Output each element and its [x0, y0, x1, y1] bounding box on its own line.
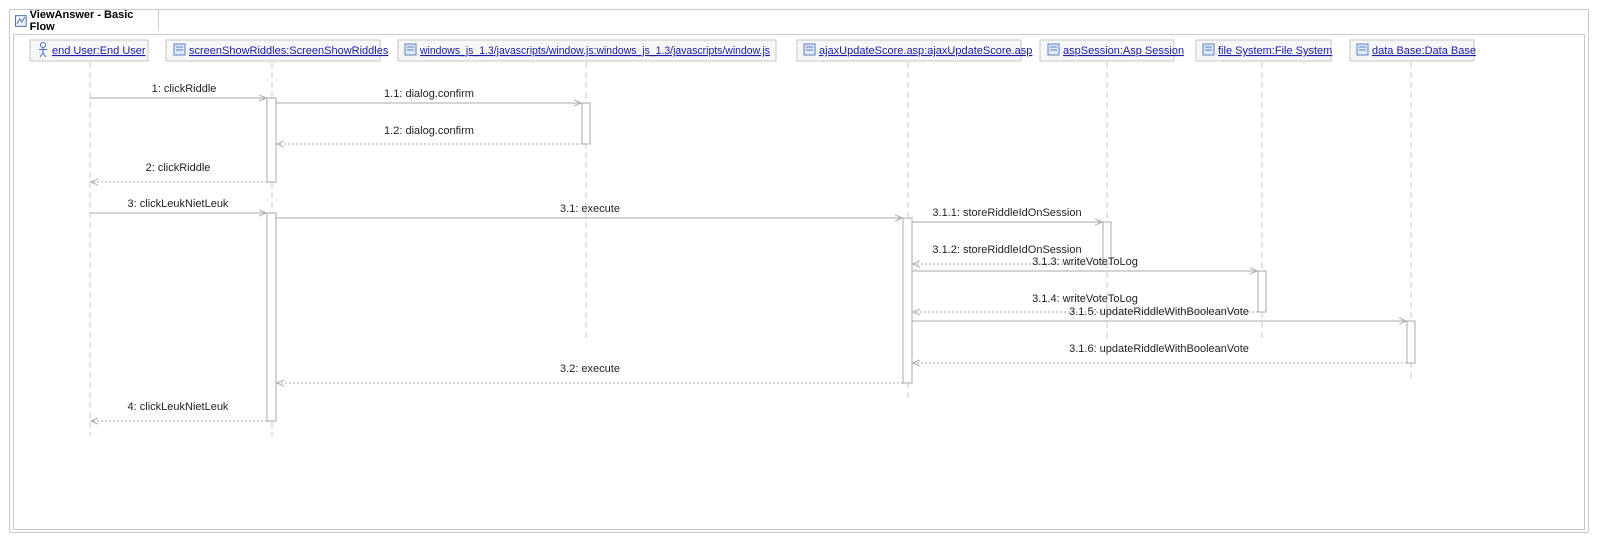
message-3-2[interactable]: 3.2: execute — [277, 363, 903, 383]
message-3-1-2[interactable]: 3.1.2: storeRiddleIdOnSession — [913, 244, 1103, 264]
activation-bar — [1257, 270, 1267, 313]
lifeline-windowjs[interactable]: windows_js_1.3/javascripts/window.js:win… — [397, 39, 777, 62]
message-label: 4: clickLeukNietLeuk — [128, 401, 229, 413]
lifeline-filesys[interactable]: file System:File System — [1195, 39, 1332, 62]
message-3-1-4[interactable]: 3.1.4: writeVoteToLog — [913, 293, 1258, 312]
message-1-2[interactable]: 1.2: dialog.confirm — [277, 125, 582, 144]
lifeline-label: screenShowRiddles:ScreenShowRiddles — [189, 45, 389, 57]
lifeline-session[interactable]: aspSession:Asp Session — [1039, 39, 1184, 62]
message-label: 1.1: dialog.confirm — [384, 88, 474, 100]
message-3[interactable]: 3: clickLeukNietLeuk — [90, 198, 266, 213]
message-label: 3.1.2: storeRiddleIdOnSession — [932, 244, 1081, 256]
message-2[interactable]: 2: clickRiddle — [91, 162, 267, 182]
message-label: 1.2: dialog.confirm — [384, 125, 474, 137]
lifeline-database[interactable]: data Base:Data Base — [1349, 39, 1476, 62]
object-icon — [1356, 43, 1369, 56]
object-icon — [1202, 43, 1215, 56]
message-3-1-3[interactable]: 3.1.3: writeVoteToLog — [912, 256, 1257, 271]
message-1[interactable]: 1: clickRiddle — [90, 83, 266, 98]
lifeline-label: end User:End User — [52, 45, 146, 57]
message-1-1[interactable]: 1.1: dialog.confirm — [276, 88, 581, 103]
message-label: 3.1.1: storeRiddleIdOnSession — [932, 207, 1081, 219]
lifeline-screen[interactable]: screenShowRiddles:ScreenShowRiddles — [165, 39, 389, 62]
message-4[interactable]: 4: clickLeukNietLeuk — [91, 401, 267, 421]
diagram-tab[interactable]: ViewAnswer - Basic Flow — [9, 8, 159, 33]
lifeline-label: aspSession:Asp Session — [1063, 45, 1184, 57]
activation-bar — [581, 102, 591, 145]
object-icon — [1047, 43, 1060, 56]
activation-bar — [1102, 221, 1112, 265]
message-label: 3.2: execute — [560, 363, 620, 375]
message-label: 3: clickLeukNietLeuk — [128, 198, 229, 210]
activation-bar — [902, 217, 913, 384]
actor-icon — [39, 42, 47, 58]
sequence-diagram-icon — [15, 14, 27, 27]
lifeline-enduser[interactable]: end User:End User — [29, 39, 149, 62]
lifeline-label: ajaxUpdateScore.asp:ajaxUpdateScore.asp — [819, 45, 1032, 57]
message-3-1-6[interactable]: 3.1.6: updateRiddleWithBooleanVote — [913, 343, 1407, 363]
message-label: 1: clickRiddle — [152, 83, 217, 95]
lifeline-ajax[interactable]: ajaxUpdateScore.asp:ajaxUpdateScore.asp — [796, 39, 1032, 62]
message-label: 3.1.4: writeVoteToLog — [1032, 293, 1138, 305]
object-icon — [404, 43, 417, 56]
message-label: 3.1.5: updateRiddleWithBooleanVote — [1069, 306, 1249, 318]
message-3-1[interactable]: 3.1: execute — [276, 203, 902, 218]
message-label: 3.1.3: writeVoteToLog — [1032, 256, 1138, 268]
message-label: 3.1: execute — [560, 203, 620, 215]
lifeline-label: windows_js_1.3/javascripts/window.js:win… — [419, 45, 770, 57]
object-icon — [173, 43, 186, 56]
message-label: 2: clickRiddle — [146, 162, 211, 174]
lifeline-label: file System:File System — [1218, 45, 1332, 57]
diagram-title: ViewAnswer - Basic Flow — [29, 8, 134, 33]
activation-bar — [266, 97, 277, 183]
activation-bar — [1406, 320, 1416, 364]
activation-bar — [266, 212, 277, 422]
object-icon — [803, 43, 816, 56]
lifeline-label: data Base:Data Base — [1372, 45, 1476, 57]
message-3-1-5[interactable]: 3.1.5: updateRiddleWithBooleanVote — [912, 306, 1406, 321]
message-label: 3.1.6: updateRiddleWithBooleanVote — [1069, 343, 1249, 355]
message-3-1-1[interactable]: 3.1.1: storeRiddleIdOnSession — [912, 207, 1102, 222]
